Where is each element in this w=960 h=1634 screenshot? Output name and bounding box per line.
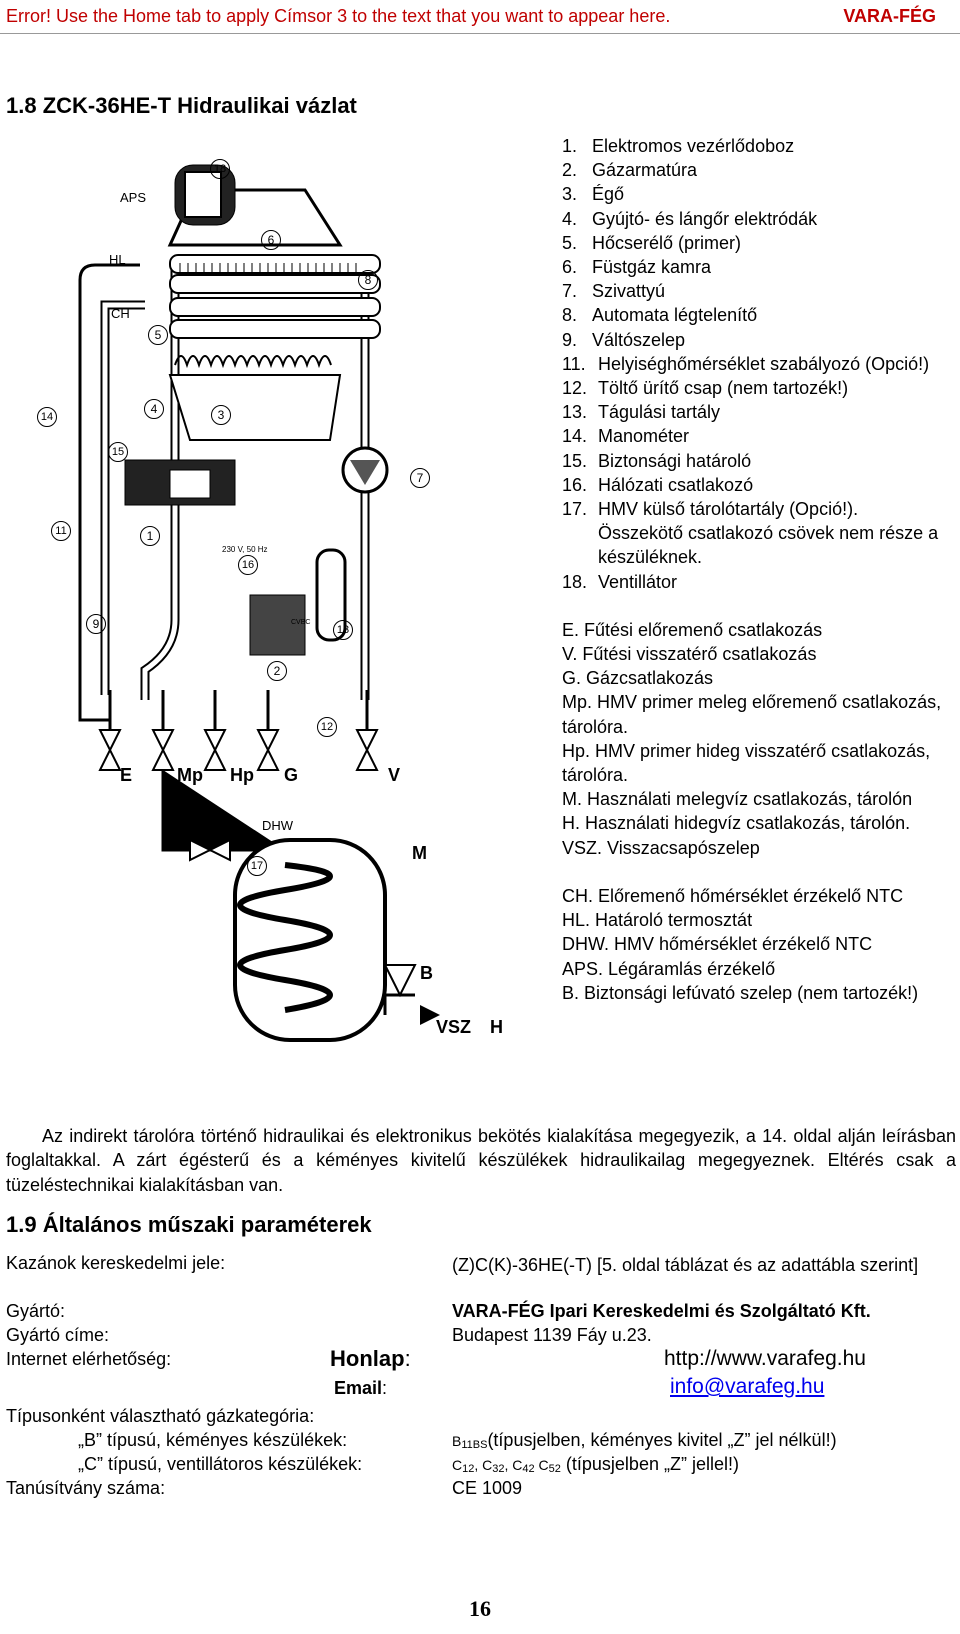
marker-1: 1 [140,526,160,546]
legend-item: 13.Tágulási tartály [562,402,721,423]
label-g: G [284,765,299,785]
label-cvbc: CVBC [291,619,311,626]
email-colon: : [382,1378,388,1398]
marker-11: 11 [51,521,71,541]
param-value: Budapest 1139 Fáy u.23. [452,1325,652,1345]
param-label: Típusonként választható gázkategória: [6,1406,315,1426]
legend-item: 14.Manométer [562,426,690,447]
label-aps: APS [120,190,147,205]
legend-item: 5.Hőcserélő (primer) [562,232,742,253]
param-label: Internet elérhetőség: [6,1349,172,1369]
legend-item: 18.Ventillátor [562,571,678,592]
legend-item: 2.Gázarmatúra [562,160,698,181]
param-value: CE 1009 [452,1478,523,1498]
header-divider [0,33,960,34]
label-h: H [490,1017,503,1037]
param-value: (Z)C(K)-36HE(-T) [5. oldal táblázat és a… [452,1255,919,1275]
marker-14: 14 [37,407,57,427]
legend-item: 9.Váltószelep [562,329,686,350]
label-hl: HL [109,252,126,267]
legend-sensor-item: B. Biztonsági lefúvató szelep (nem tarto… [562,982,919,1003]
email-label: Email [334,1378,383,1398]
param-value: VARA-FÉG Ipari Kereskedelmi és Szolgálta… [452,1301,871,1321]
legend-connection-item: VSZ. Visszacsapószelep [562,837,760,858]
marker-18: 18 [210,159,230,179]
email-link[interactable]: info@varafeg.hu [670,1375,825,1398]
param-label: „B” típusú, kéményes készülékek: [78,1430,348,1450]
param-label: Kazánok kereskedelmi jele: [6,1253,226,1273]
label-b: B [420,963,433,983]
legend-item: 17.HMV külső tárolótartály (Opció!). Öss… [562,499,939,568]
marker-9: 9 [86,614,106,634]
param-label: Tanúsítvány száma: [6,1478,166,1498]
legend-sensor-item: DHW. HMV hőmérséklet érzékelő NTC [562,934,873,955]
marker-16: 16 [238,555,258,575]
legend-connection-item: Hp. HMV primer hideg visszatérő csatlako… [562,740,931,786]
legend-sensor-item: APS. Légáramlás érzékelő [562,958,776,979]
legend-item: 4.Gyújtó- és lángőr elektródák [562,208,818,229]
honlap-label: Honlap [330,1346,405,1371]
label-power: 230 V, 50 Hz [222,545,268,554]
marker-15: 15 [108,442,128,462]
legend-item: 8.Automata légtelenítő [562,305,758,326]
legend-connection-item: E. Fűtési előremenő csatlakozás [562,619,823,640]
legend-item: 16.Hálózati csatlakozó [562,474,754,495]
section-title-hydraulic: 1.8 ZCK-36HE-T Hidraulikai vázlat [6,93,357,118]
label-dhw: DHW [262,818,294,833]
label-ch: CH [111,306,130,321]
label-v: V [388,765,401,785]
param-row-email: Email: info@varafeg.hu [6,1375,956,1406]
legend-item: 7.Szivattyú [562,281,666,302]
label-hp: Hp [230,765,254,785]
legend-item: 15.Biztonsági határoló [562,450,752,471]
param-label: Gyártó címe: [6,1325,110,1345]
marker-4: 4 [144,399,164,419]
legend-connection-item: H. Használati hidegvíz csatlakozás, táro… [562,813,911,834]
label-mp: Mp [177,765,203,785]
section-title-parameters: 1.9 Általános műszaki paraméterek [6,1212,372,1237]
marker-12: 12 [317,717,337,737]
param-value: C12, C32, C42 C52 (típusjelben „Z” jelle… [452,1454,739,1475]
legend-item: 6.Füstgáz kamra [562,257,712,278]
param-row-mark: Kazánok kereskedelmi jele: (Z)C(K)-36HE(… [6,1253,956,1303]
marker-17: 17 [247,856,267,876]
legend-sensor-item: HL. Határoló termosztát [562,910,753,931]
honlap-colon: : [404,1346,411,1371]
legend-connection-item: V. Fűtési visszatérő csatlakozás [562,644,817,665]
legend-item: 11.Helyiséghőmérséklet szabályozó (Opció… [562,353,930,374]
legend-item: 1.Elektromos vezérlődoboz [562,136,795,156]
label-vsz: VSZ [436,1017,472,1037]
legend-list: 1.Elektromos vezérlődoboz 2.Gázarmatúra … [562,134,942,1005]
param-label: Gyártó: [6,1301,66,1321]
marker-8: 8 [358,270,378,290]
param-row-internet: Internet elérhetőség: Honlap: http://www… [6,1346,956,1379]
website-link[interactable]: http://www.varafeg.hu [664,1347,866,1370]
page-number: 16 [469,1596,491,1621]
header-left-text: Error! Use the Home tab to apply Címsor … [6,6,671,26]
legend-connection-item: M. Használati melegvíz csatlakozás, táro… [562,789,913,810]
marker-3: 3 [211,405,231,425]
note-paragraph: Az indirekt tárolóra történő hidraulikai… [6,1126,956,1195]
param-label: „C” típusú, ventillátoros készülékek: [78,1454,363,1474]
marker-2: 2 [267,661,287,681]
label-e: E [120,765,133,785]
legend-sensor-item: CH. Előremenő hőmérséklet érzékelő NTC [562,885,904,906]
header-right-text: VARA-FÉG [843,6,936,26]
param-value: B11BS(típusjelben, kéményes kivitel „Z” … [452,1430,837,1451]
marker-13: 13 [333,620,353,640]
label-m: M [412,843,427,863]
hydraulic-diagram [78,164,440,1042]
marker-5: 5 [148,325,168,345]
legend-connection-item: Mp. HMV primer meleg előremenő csatlakoz… [562,692,942,737]
marker-6: 6 [261,230,281,250]
marker-7: 7 [410,468,430,488]
legend-item: 12.Töltő ürítő csap (nem tartozék!) [562,378,849,399]
legend-connection-item: G. Gázcsatlakozás [562,668,714,689]
legend-item: 3.Égő [562,184,625,205]
